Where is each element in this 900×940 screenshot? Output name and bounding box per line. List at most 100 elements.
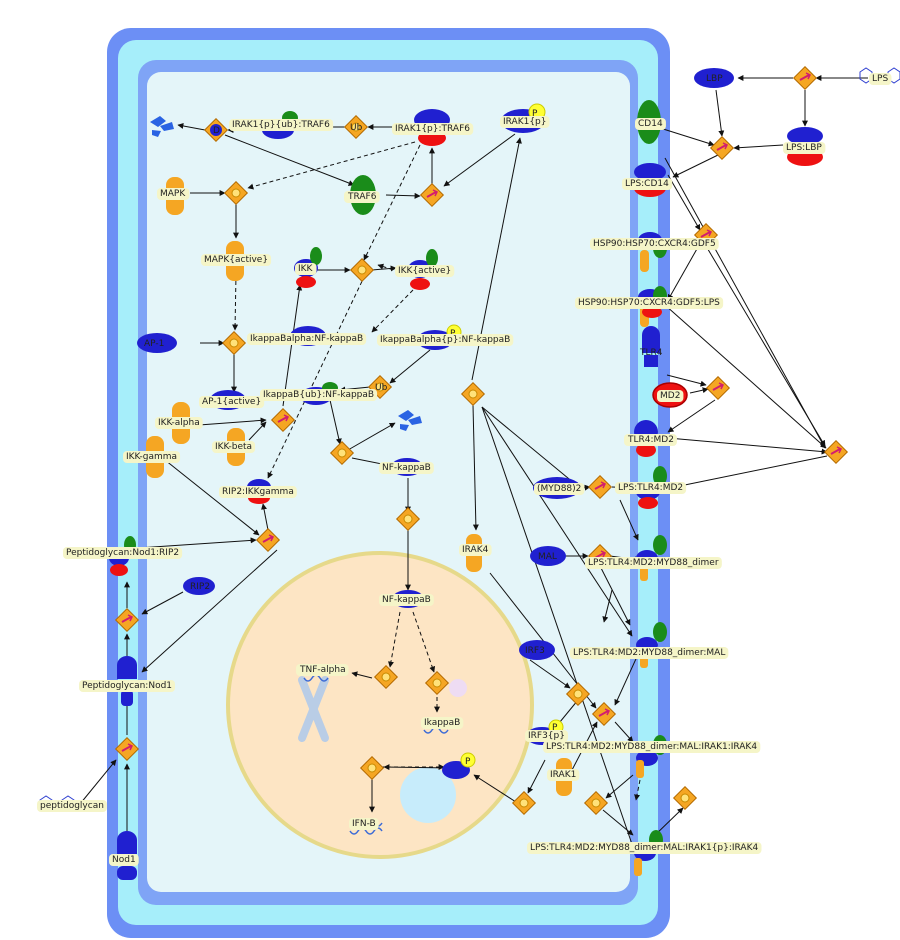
label-background [527, 842, 762, 854]
label-background [395, 265, 455, 277]
label-background [349, 818, 379, 830]
label-ikba-nfkb: IkappaBalpha:NF-kappaB [250, 334, 363, 344]
label-background [344, 191, 380, 203]
label-ikk-active: IKK{active} [398, 266, 451, 276]
label-lbp: LBP [706, 74, 723, 84]
label-background [157, 188, 190, 200]
ub-marker-2: Ub [375, 383, 388, 393]
dashed-edges [232, 141, 641, 801]
label-background [295, 263, 317, 275]
label-ikappab: IkappaB [424, 718, 460, 728]
label-background [459, 544, 492, 556]
label-irf3: IRF3 [525, 646, 545, 656]
irak1p-phospho-marker: P [532, 109, 538, 119]
label-background [657, 390, 684, 402]
label-background [869, 73, 892, 85]
label-background [155, 417, 203, 429]
label-background [615, 482, 687, 494]
label-pg-nod1-rip2: Peptidoglycan:Nod1:RIP2 [66, 548, 179, 558]
label-ikb-ub-nfkb: IkappaB{ub}:NF-kappaB [263, 390, 374, 400]
label-traf6: TRAF6 [347, 192, 377, 202]
label-background [109, 854, 139, 866]
nucleolus [400, 767, 456, 823]
label-irak1p: IRAK1{p} [503, 117, 547, 127]
label-tlr4-md2: TLR4:MD2 [627, 435, 674, 445]
label-hsp-gdf5: HSP90:HSP70:CXCR4:GDF5 [593, 239, 716, 249]
label-background [260, 389, 378, 401]
label-background [575, 297, 724, 309]
label-mal: MAL [538, 552, 557, 562]
label-background [783, 142, 826, 154]
label-cd14: CD14 [638, 119, 663, 129]
label-ifnb: IFN-B [352, 819, 376, 829]
small-vesicle [449, 679, 467, 697]
label-background [585, 557, 722, 569]
label-mal-irakp: LPS:TLR4:MD2:MYD88_dimer:MAL:IRAK1{p}:IR… [530, 843, 758, 853]
label-background [79, 680, 176, 692]
label-myd88-dimer: LPS:TLR4:MD2:MYD88_dimer [588, 558, 719, 568]
label-ikba-p-nfkb: IkappaBalpha{p}:NF-kappaB [380, 335, 510, 345]
label-background [219, 486, 297, 498]
d-marker: D [213, 126, 220, 136]
label-ikk-beta: IKK-beta [215, 442, 252, 452]
label-md2: MD2 [660, 391, 680, 401]
label-irf3p: IRF3{p} [528, 731, 565, 741]
label-irak4: IRAK4 [462, 545, 489, 555]
chromosome-icon [298, 676, 329, 742]
label-ap1: AP-1 [144, 339, 164, 349]
label-background [377, 334, 514, 346]
node-labels: LBP LPS LPS:LBP CD14 LPS:CD14 HSP90:HSP7… [37, 73, 892, 866]
label-background [622, 178, 673, 190]
label-lps-lbp: LPS:LBP [786, 143, 822, 153]
label-mapk-active: MAPK{active} [204, 255, 268, 265]
label-background [534, 483, 585, 495]
degradation-icon [150, 116, 422, 431]
nucleus [226, 551, 534, 859]
label-background [201, 254, 272, 266]
label-background [421, 717, 464, 729]
label-peptidoglycan: peptidoglycan [40, 801, 104, 811]
label-background [635, 118, 666, 130]
label-background [296, 664, 349, 676]
label-background [500, 116, 550, 128]
label-tnf-alpha: TNF-alpha [299, 665, 346, 675]
label-mapk: MAPK [160, 189, 186, 199]
label-background [247, 333, 367, 345]
label-nfkb: NF-kappaB [382, 463, 431, 473]
label-background [212, 441, 256, 453]
label-myd88: (MYD88)2 [537, 484, 581, 494]
label-background [590, 238, 719, 250]
label-hsp-gdf5-lps: HSP90:HSP70:CXCR4:GDF5:LPS [578, 298, 720, 308]
label-background [63, 547, 183, 559]
label-irak1-traf6: IRAK1{p}:TRAF6 [395, 124, 470, 134]
label-mal-irak: LPS:TLR4:MD2:MYD88_dimer:MAL:IRAK1:IRAK4 [546, 742, 757, 752]
label-ap1-active: AP-1{active} [202, 397, 261, 407]
label-lps-cd14: LPS:CD14 [625, 179, 669, 189]
ub-marker-1: Ub [350, 123, 363, 133]
label-background [229, 119, 334, 131]
label-background [379, 462, 434, 474]
label-ikk-alpha: IKK-alpha [158, 418, 200, 428]
label-lps: LPS [872, 74, 888, 84]
label-background [543, 741, 761, 753]
irf3p-nuc-phospho-marker: P [465, 757, 471, 767]
label-background [392, 123, 474, 135]
label-rip2: RIP2 [190, 582, 210, 592]
label-myd88-mal: LPS:TLR4:MD2:MYD88_dimer:MAL [573, 648, 725, 658]
label-pg-nod1: Peptidoglycan:Nod1 [82, 681, 172, 691]
label-background [379, 594, 434, 606]
irf3p-phospho-marker: P [552, 723, 558, 733]
label-ikk: IKK [298, 264, 314, 274]
label-background [525, 730, 568, 742]
label-rip2-ikkgamma: RIP2:IKKgamma [222, 487, 294, 497]
label-nfkb-nuc: NF-kappaB [382, 595, 431, 605]
label-background [37, 800, 107, 812]
label-background [199, 396, 265, 408]
label-ikk-gamma: IKK-gamma [126, 452, 177, 462]
label-nod1: Nod1 [112, 855, 136, 865]
label-background [123, 451, 181, 463]
label-lps-tlr4-md2: LPS:TLR4:MD2 [618, 483, 683, 493]
label-background [624, 434, 677, 446]
label-tlr4: TLR4 [639, 348, 663, 358]
